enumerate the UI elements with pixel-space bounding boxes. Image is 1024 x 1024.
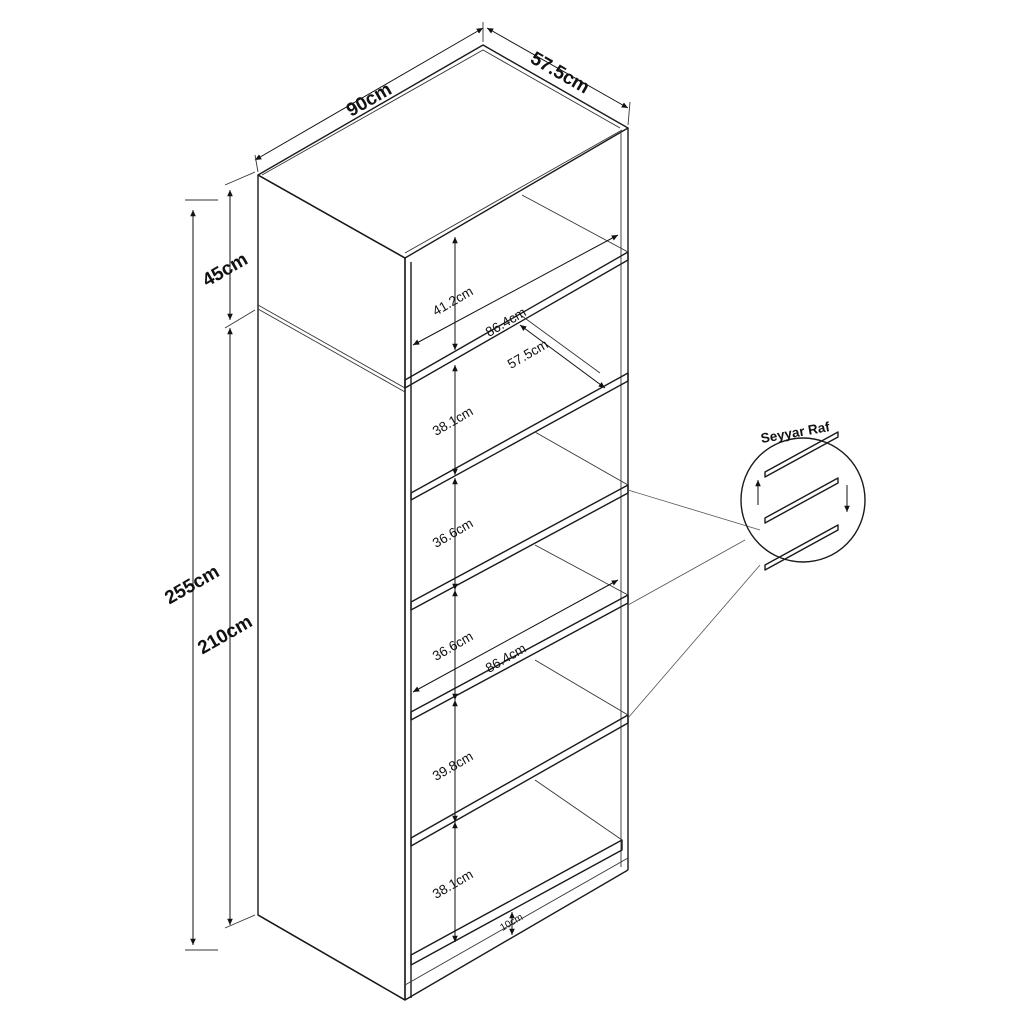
detail-circle <box>740 437 866 563</box>
label-depth: 57.5cm <box>527 48 593 98</box>
detail-callout <box>627 431 866 719</box>
outer-dimensions <box>185 22 631 951</box>
label-upper-height: 45cm <box>199 249 252 291</box>
label-compartment-3: 36.6cm <box>430 516 476 551</box>
label-inner-width-top: 86.4cm <box>483 305 529 340</box>
label-compartment-2: 38.1cm <box>430 404 476 439</box>
shelf-3 <box>410 484 629 611</box>
label-compartment-6: 38.1cm <box>430 867 476 902</box>
label-lower-height: 210cm <box>194 611 256 659</box>
label-compartment-4: 36.6cm <box>430 629 476 664</box>
label-inner-width-mid: 86.4cm <box>483 641 529 676</box>
label-total-height: 255cm <box>161 561 223 609</box>
label-inner-depth: 57.5cm <box>505 337 551 372</box>
movable-shelf-icon <box>755 431 850 571</box>
shelf-bottom <box>410 839 623 966</box>
label-width: 90cm <box>343 79 396 121</box>
left-side-panel <box>257 174 406 1001</box>
label-compartment-5: 39.8cm <box>430 749 476 784</box>
inner-dimensions <box>412 234 619 942</box>
shelf-2 <box>410 372 629 501</box>
label-compartment-1: 41.2cm <box>430 284 476 319</box>
labels: 90cm 57.5cm 45cm 255cm 210cm 41.2cm 38.1… <box>161 48 831 934</box>
shelf-5 <box>410 714 629 847</box>
